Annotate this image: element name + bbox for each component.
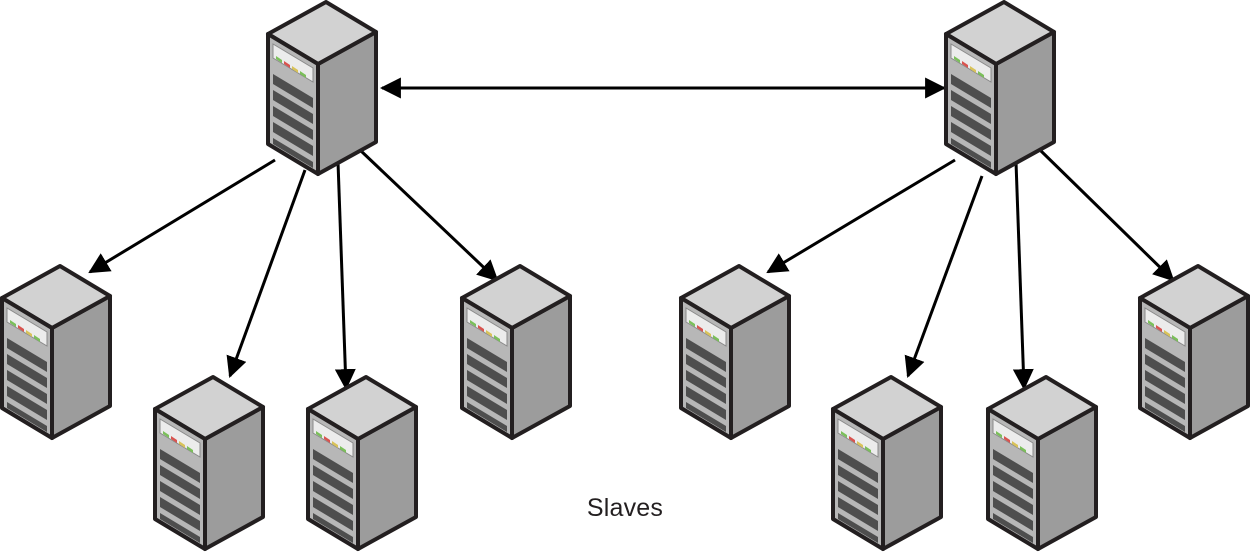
arrow-master-left-to-slave-3 <box>334 161 356 391</box>
slave-2-server-tower-icon <box>153 375 265 551</box>
master-right-server-tower-icon <box>944 0 1056 176</box>
slave-1-server-tower-icon <box>0 264 112 440</box>
arrow-master-right-to-slave-5 <box>766 158 956 274</box>
arrow-master-left-to-slave-1 <box>88 158 276 274</box>
slave-6-server-tower-icon <box>831 375 943 551</box>
slave-8-server-tower-icon <box>1138 264 1250 440</box>
master-left-server-tower-icon <box>266 0 378 176</box>
arrow-master-left-to-slave-4 <box>358 148 499 282</box>
slave-5-server-tower-icon <box>679 264 791 440</box>
arrow-master-right-to-slave-7 <box>1012 161 1034 391</box>
arrow-master-right-to-slave-6 <box>904 175 984 378</box>
slave-7-server-tower-icon <box>986 375 1098 551</box>
slaves-caption: Slaves <box>586 494 664 522</box>
arrow-master-right-to-slave-8 <box>1038 148 1175 282</box>
arrow-master-left-to-slave-2 <box>226 169 307 378</box>
slave-3-server-tower-icon <box>306 375 418 551</box>
slave-4-server-tower-icon <box>460 264 572 440</box>
